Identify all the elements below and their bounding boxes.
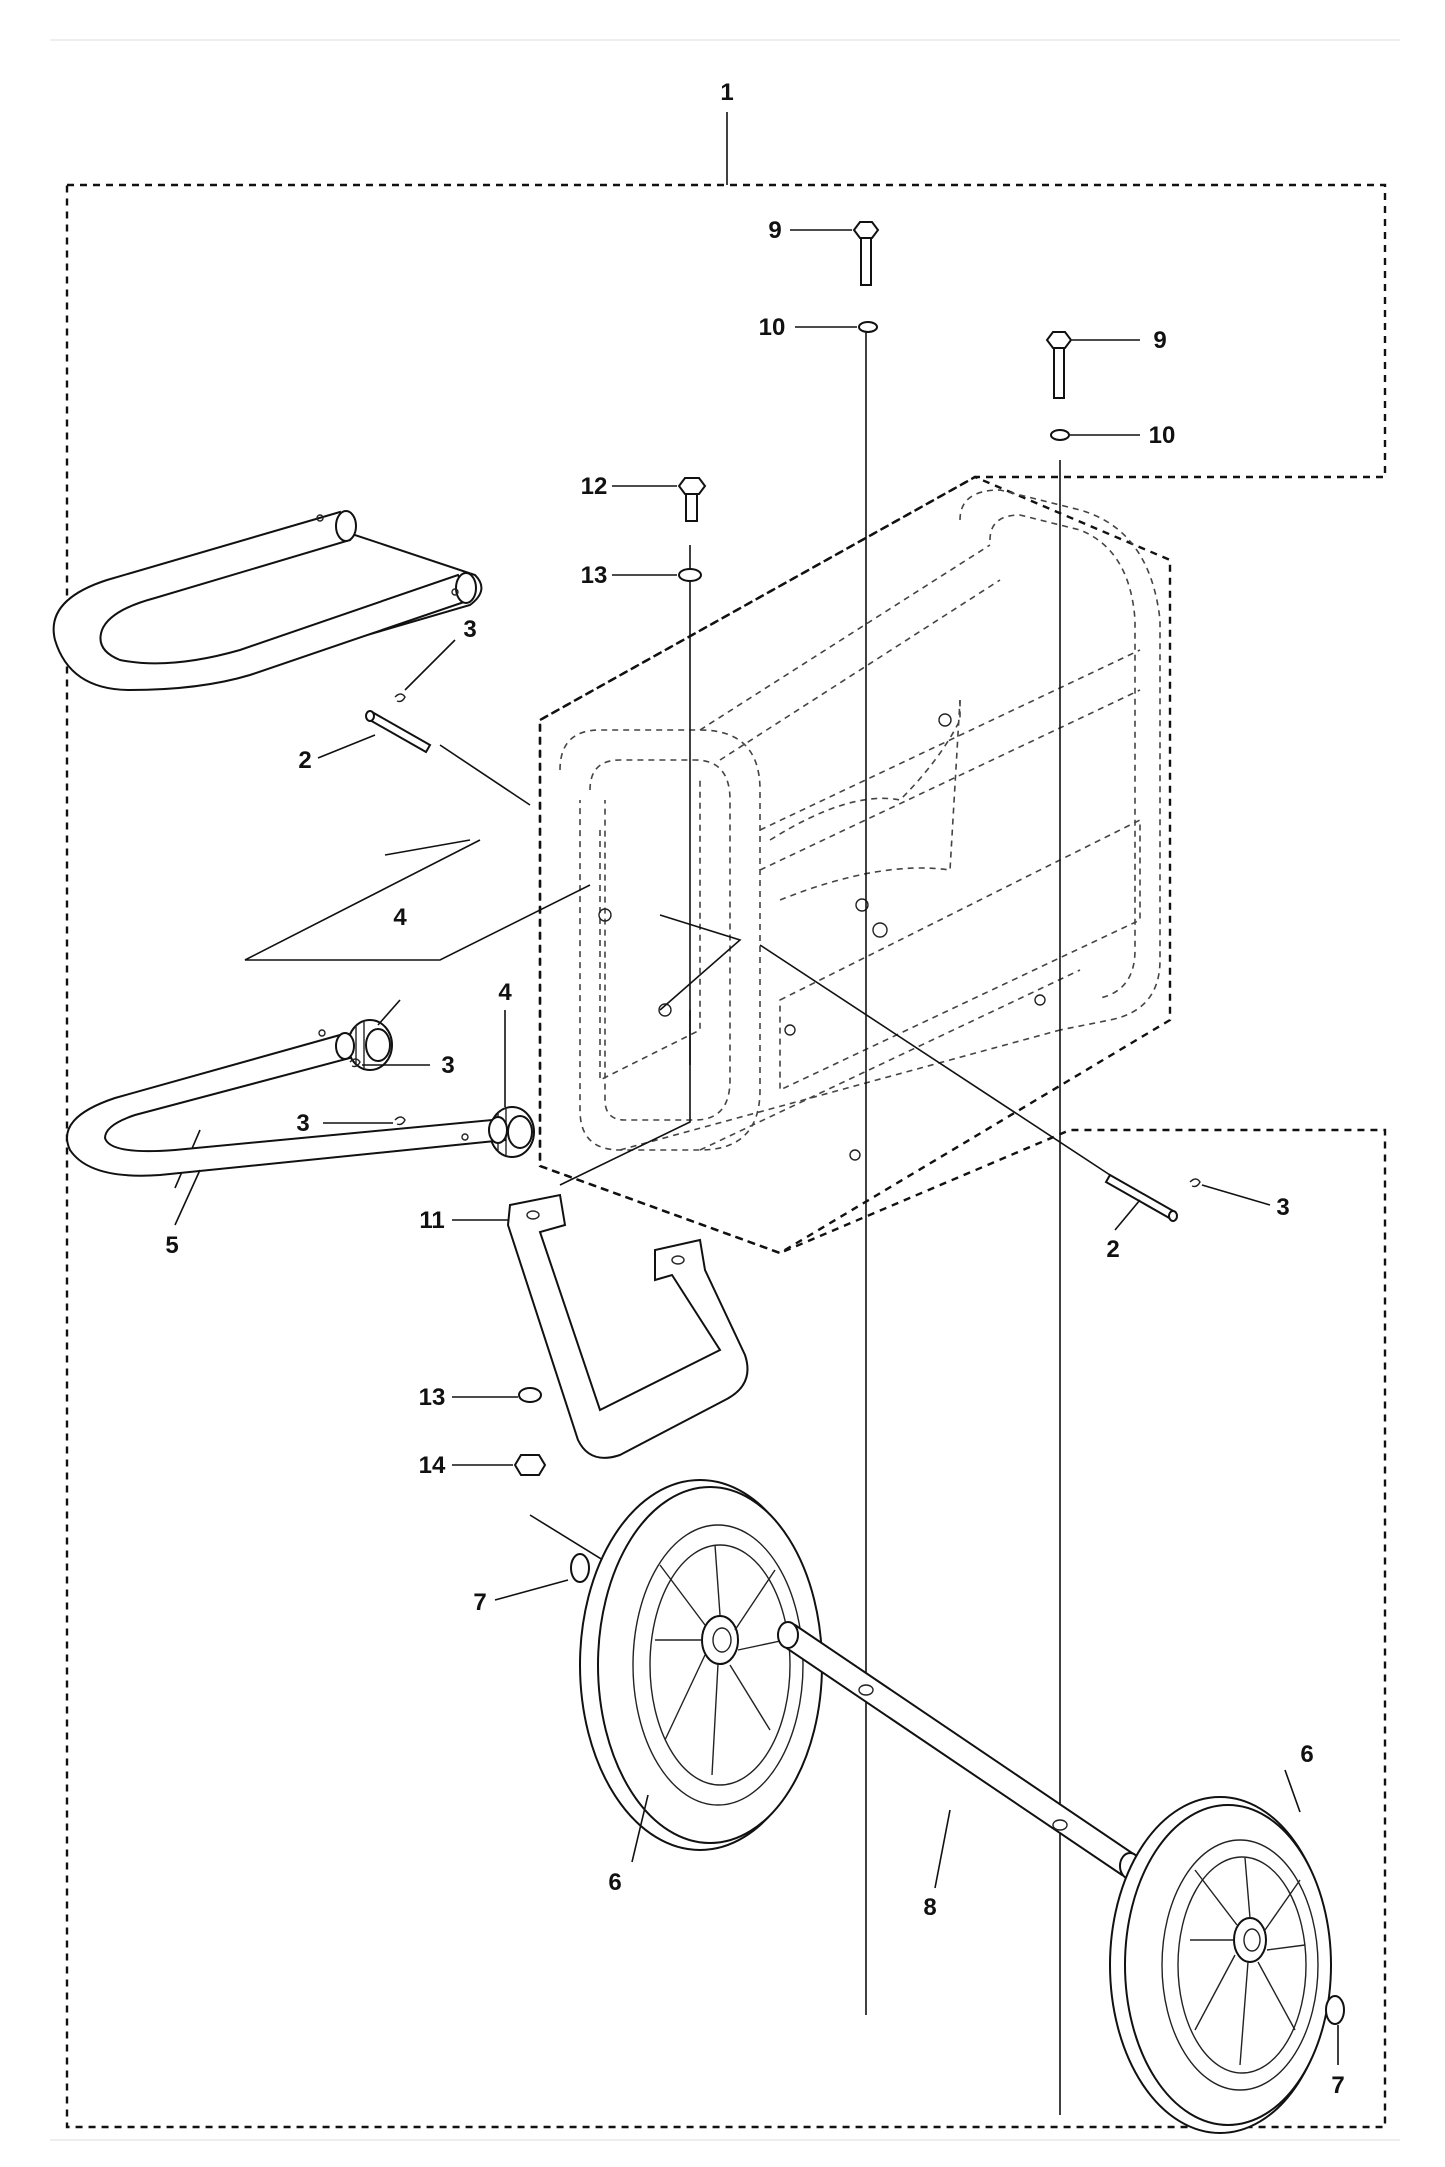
callout-10b: 10	[1149, 422, 1176, 449]
assembly-boundary	[65, 183, 1387, 2129]
callout-13a: 13	[581, 562, 608, 589]
clip-3a	[394, 693, 406, 703]
bolt-9a	[852, 221, 880, 286]
pin-2a	[365, 710, 432, 754]
callout-6b: 6	[1300, 1741, 1313, 1768]
washer-10b	[1050, 429, 1070, 441]
ring-7a	[570, 1553, 590, 1583]
callout-10a: 10	[759, 314, 786, 341]
washer-13b	[518, 1387, 542, 1403]
callout-6a: 6	[608, 1869, 621, 1896]
bracket-11	[506, 1193, 749, 1459]
callout-7b: 7	[1331, 2072, 1344, 2099]
callout-8: 8	[923, 1894, 936, 1921]
wheel-6b	[1109, 1796, 1332, 2134]
callout-4b: 4	[498, 979, 512, 1006]
callout-11: 11	[419, 1207, 444, 1234]
ring-7b	[1325, 1995, 1345, 2025]
callout-2b: 2	[1106, 1236, 1119, 1263]
bolt-9b	[1045, 331, 1073, 399]
callout-12: 12	[581, 473, 608, 500]
nut-14	[513, 1454, 547, 1476]
callout-14: 14	[419, 1452, 446, 1479]
callout-1: 1	[720, 79, 733, 106]
frame	[538, 475, 1172, 1255]
pin-2b	[1104, 1173, 1178, 1222]
clip-3b	[349, 1058, 361, 1068]
callout-3d: 3	[1276, 1194, 1289, 1221]
callout-7a: 7	[473, 1589, 486, 1616]
callout-3b: 3	[441, 1052, 454, 1079]
callout-4a: 4	[393, 904, 407, 931]
callout-3a: 3	[463, 616, 476, 643]
axle-8	[777, 1621, 1141, 1880]
wheel-6a	[579, 1479, 823, 1851]
bolt-12	[677, 477, 707, 522]
callout-9a: 9	[768, 217, 781, 244]
callout-9b: 9	[1153, 327, 1166, 354]
callout-3c: 3	[296, 1110, 309, 1137]
clip-3c	[394, 1116, 406, 1126]
callout-2a: 2	[298, 747, 311, 774]
callout-13b: 13	[419, 1384, 446, 1411]
washer-13a	[678, 568, 702, 582]
callout-5: 5	[165, 1232, 178, 1259]
clip-3d	[1189, 1178, 1201, 1188]
washer-10a	[858, 321, 878, 333]
handle-5	[52, 510, 483, 692]
